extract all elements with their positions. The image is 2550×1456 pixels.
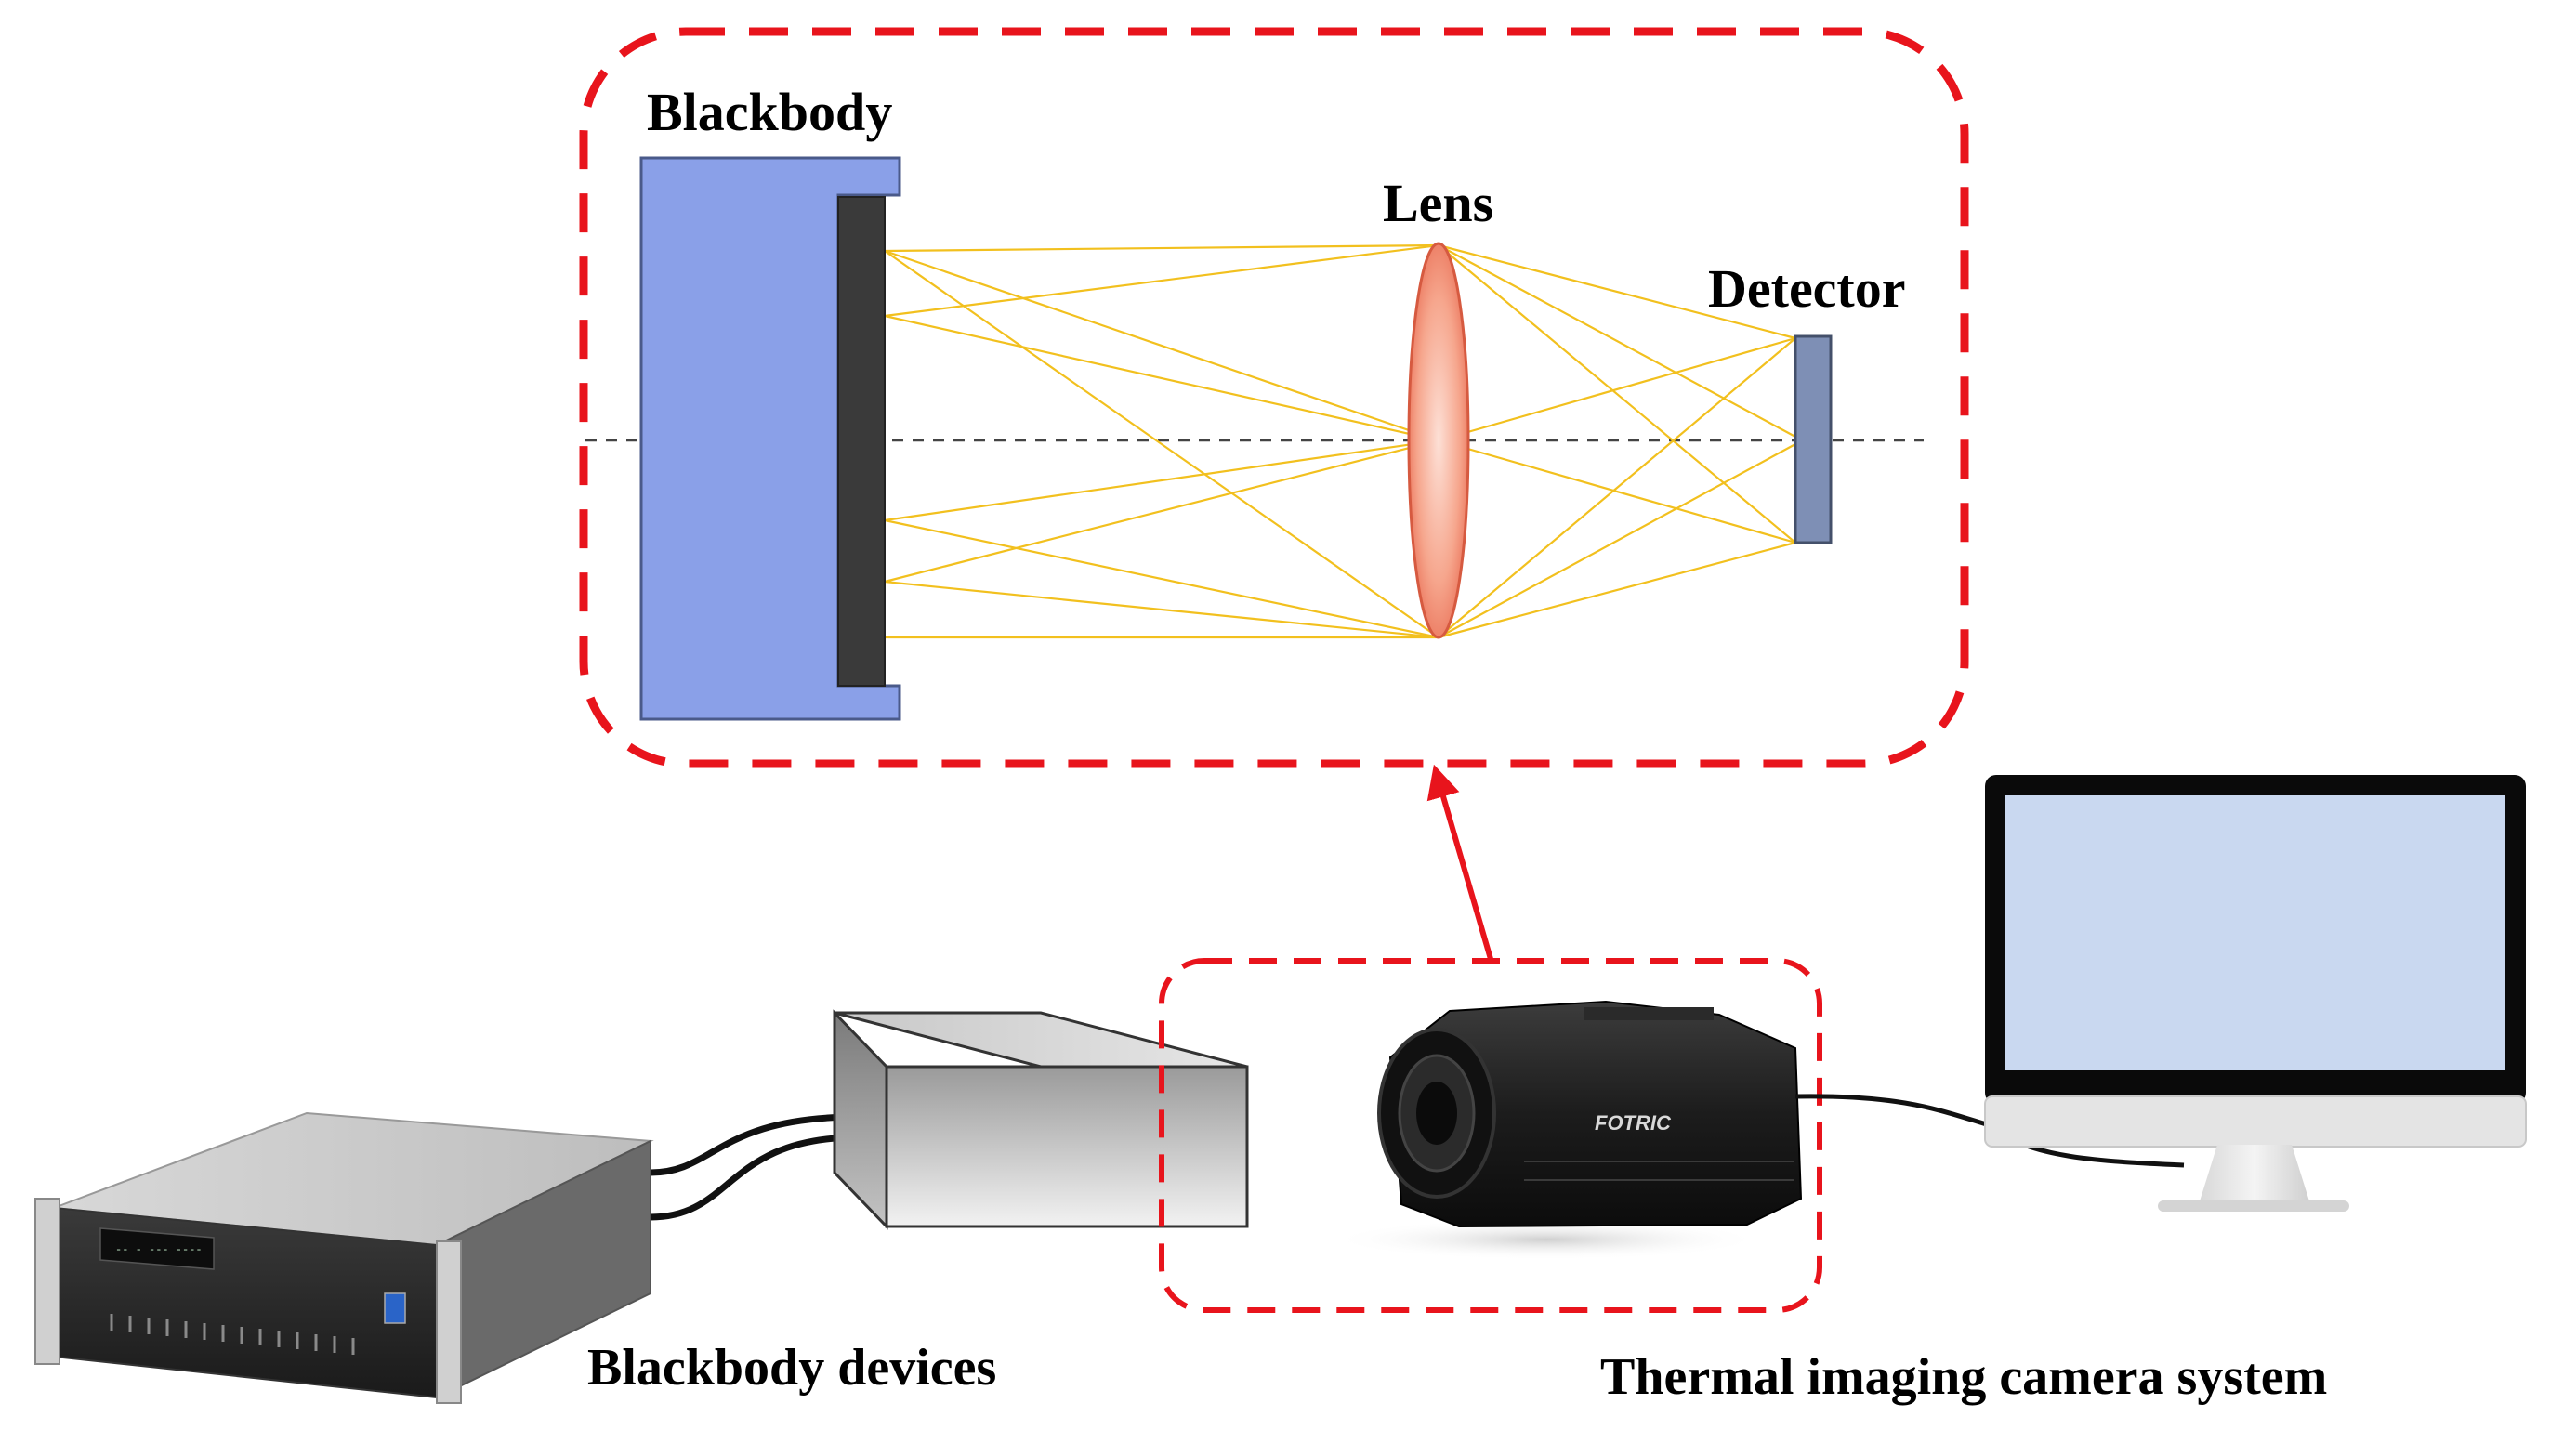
blackbody-device-box: [833, 1009, 1249, 1230]
blackbody-controller-rack: -- - --- ----: [34, 1111, 654, 1404]
callout-arrow: [1426, 764, 1493, 960]
callout-dashed-border: [579, 27, 1969, 768]
rack-vent-grille: [110, 1314, 355, 1355]
light-rays: [884, 243, 1796, 639]
detector-label: Detector: [1708, 258, 1906, 319]
blackbody-source: [639, 156, 901, 721]
optical-callout: Blackbody Lens Detector: [579, 27, 1969, 768]
lens-label: Lens: [1383, 173, 1493, 233]
camera-system-label: Thermal imaging camera system: [1600, 1348, 2327, 1406]
detector-element: [1794, 334, 1833, 544]
monitor-screen: [2005, 795, 2505, 1070]
lens-element: [1407, 242, 1470, 639]
camera-brand-label: FOTRIC: [1595, 1111, 1672, 1135]
rack-to-blackbody-cables: [650, 1113, 860, 1221]
computer-monitor: [1984, 775, 2527, 1212]
rack-power-switch: [384, 1292, 406, 1324]
rack-display-panel: [99, 1227, 215, 1270]
blackbody-label: Blackbody: [647, 82, 892, 142]
svg-text:-- - --- ----: -- - --- ----: [115, 1243, 203, 1256]
camera-callout-border: [1159, 958, 1822, 1313]
blackbody-emitter-plate: [837, 196, 886, 687]
blackbody-devices-label: Blackbody devices: [587, 1339, 996, 1397]
thermal-camera: FOTRIC: [1331, 1000, 1803, 1260]
